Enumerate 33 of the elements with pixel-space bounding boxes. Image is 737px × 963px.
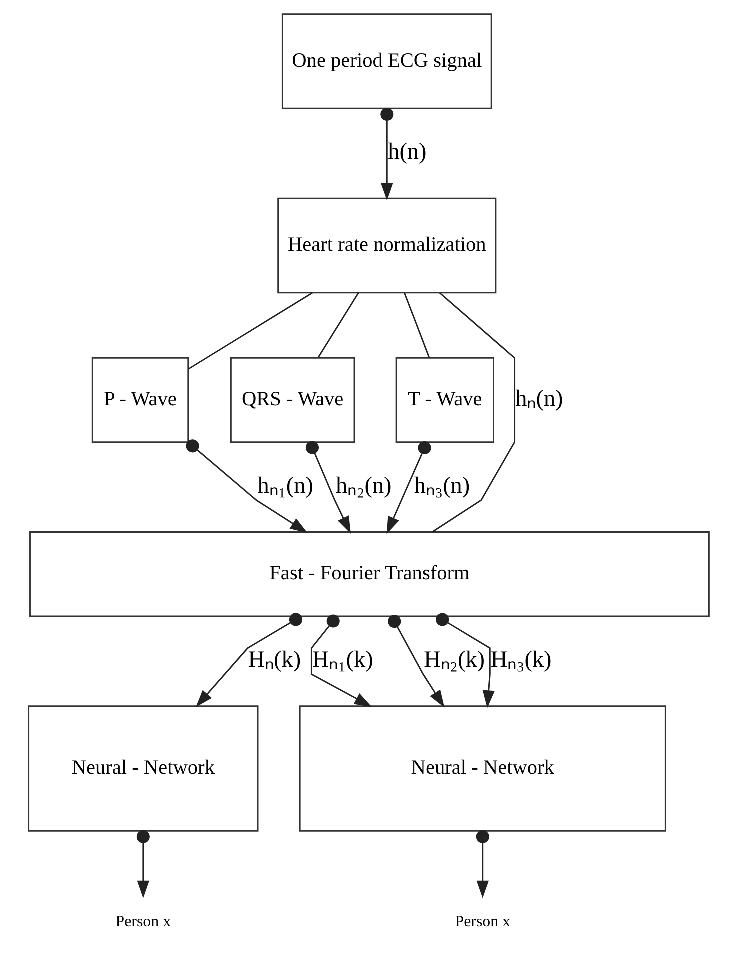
arrow	[186, 440, 308, 534]
node-box: T - Wave	[395, 357, 494, 444]
edge-label: Hₙ(k)	[248, 646, 301, 673]
node-text: Person x	[454, 914, 510, 931]
arrow	[136, 830, 150, 898]
edge-label: Hₙ₁(k)	[312, 646, 373, 673]
arrow	[196, 613, 302, 708]
connector	[188, 292, 312, 370]
node-box: Heart rate normalization	[277, 198, 496, 294]
edge-label: hₙ₃(n)	[414, 472, 470, 499]
node-box: One period ECG signal	[281, 14, 492, 110]
node-text: Person x	[115, 914, 171, 931]
edge-label: hₙ₂(n)	[336, 472, 392, 499]
node-box: QRS - Wave	[230, 357, 355, 444]
edge-label: h(n)	[388, 139, 426, 166]
edge-label: hₙ(n)	[515, 386, 563, 412]
connector	[404, 292, 430, 358]
edge-label: Hₙ₂(k)	[424, 646, 485, 673]
node-box: Neural - Network	[28, 706, 258, 832]
node-box: Neural - Network	[298, 706, 666, 832]
connector	[317, 292, 359, 358]
connector	[432, 292, 516, 533]
arrow	[476, 830, 489, 898]
arrow	[305, 441, 351, 534]
node-box: Fast - Fourier Transform	[29, 532, 710, 618]
arrow	[310, 614, 372, 708]
arrow	[380, 108, 394, 201]
node-box: P - Wave	[91, 357, 189, 444]
arrow	[436, 613, 494, 708]
arrow	[386, 441, 431, 534]
edge-label: hₙ₁(n)	[257, 472, 313, 499]
edge-label: Hₙ₃(k)	[490, 646, 552, 673]
arrow	[388, 615, 444, 708]
